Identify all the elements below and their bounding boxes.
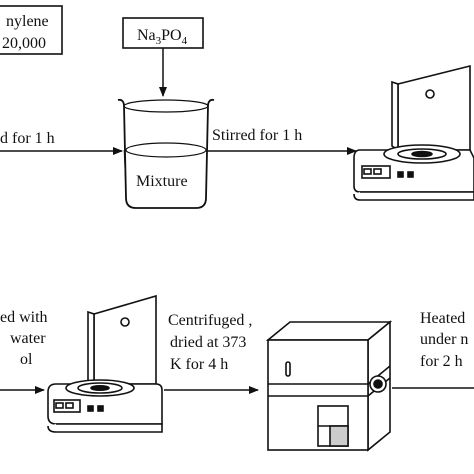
polymer-mw-text: 20,000 [2,35,46,52]
heat-text-line2: under n [420,331,468,348]
heat-text-line1: Heated [420,310,465,327]
centrifuge-text-line2: dried at 373 [170,334,246,351]
centrifuge-icon-top [353,64,474,201]
step-label-left: d for 1 h [0,130,55,147]
reagent-box: Na3PO4 [122,17,204,49]
reagent-formula: Na3PO4 [137,27,188,47]
heat-text-line3: for 2 h [420,353,463,370]
centrifuge-icon-bottom [47,294,163,433]
polymer-box: nylene 20,000 [0,5,63,55]
wash-text-line3: ol [20,351,33,368]
wash-text-line2: water [10,330,46,347]
beaker-icon [117,98,215,209]
beaker-label: Mixture [136,173,188,190]
centrifuge-text-line1: Centrifuged , [168,312,252,329]
furnace-icon [265,320,393,452]
step-label-stirred: Stirred for 1 h [212,127,302,144]
wash-text-line1: ed with [0,309,48,326]
polymer-name-text: nylene [6,13,49,30]
centrifuge-text-line3: K for 4 h [170,356,228,373]
